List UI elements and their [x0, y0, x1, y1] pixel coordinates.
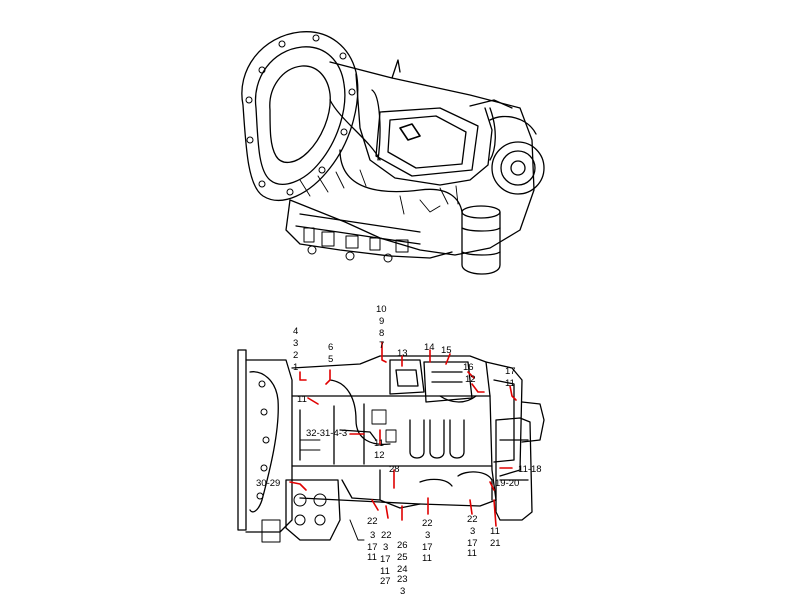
callout-label: 8: [379, 328, 384, 339]
callout-label: 11-18: [518, 464, 542, 475]
callout-label: 1: [293, 362, 298, 373]
callout-label: 27: [380, 576, 391, 587]
callout-label: 7: [379, 340, 384, 351]
callout-label: 11: [490, 526, 500, 537]
callout-label: 17: [505, 366, 516, 377]
callout-label: 3: [293, 338, 298, 349]
callout-label: 24: [397, 564, 408, 575]
callout-label: 22: [422, 518, 433, 529]
callout-label: 17: [422, 542, 433, 553]
callout-label: 12: [374, 450, 385, 461]
callout-label: 23: [397, 574, 408, 585]
callout-label: 11: [505, 378, 515, 389]
callout-label: 17: [367, 542, 378, 553]
callout-label: 32-31-4-3: [306, 428, 347, 439]
transmission-side-view: [237, 349, 545, 543]
callout-label: 28: [389, 464, 400, 475]
callout-label: 12: [465, 374, 476, 385]
callout-label: 3: [383, 542, 388, 553]
callout-label: 11: [297, 394, 307, 405]
callout-label: 22: [467, 514, 478, 525]
callout-label: 30-29: [256, 478, 280, 489]
callout-label: 19-20: [495, 478, 519, 489]
callout-label: 3: [470, 526, 475, 537]
callout-label: 6: [328, 342, 333, 353]
callout-label: 16: [463, 362, 474, 373]
callout-label: 14: [424, 342, 435, 353]
callout-label: 10: [376, 304, 387, 315]
callout-label: 13: [397, 348, 408, 359]
callout-label: 3: [400, 586, 405, 597]
callout-label: 11: [467, 548, 477, 559]
callout-label: 3: [425, 530, 430, 541]
callout-label: 11: [367, 552, 377, 563]
callout-markers: [289, 341, 517, 527]
callout-label: 9: [379, 316, 384, 327]
callout-label: 11: [380, 566, 390, 577]
callout-label: 26: [397, 540, 408, 551]
callout-label: 15: [441, 345, 452, 356]
callout-label: 25: [397, 552, 408, 563]
callout-label: 21: [490, 538, 501, 549]
callout-label: 4: [293, 326, 298, 337]
callout-label: 2: [293, 350, 298, 361]
callout-labels: 10 9 8 7 4 3 2 1 6 5 13 14 15 16 12 17 1…: [256, 304, 542, 597]
callout-label: 17: [467, 538, 478, 549]
callout-label: 22: [367, 516, 378, 527]
callout-label: 3: [370, 530, 375, 541]
callout-label: 17: [380, 554, 391, 565]
callout-label: 11: [422, 553, 432, 564]
callout-label: 5: [328, 354, 333, 365]
callout-label: 11: [374, 438, 384, 449]
transmission-isometric-view: [241, 31, 545, 275]
callout-label: 22: [381, 530, 392, 541]
